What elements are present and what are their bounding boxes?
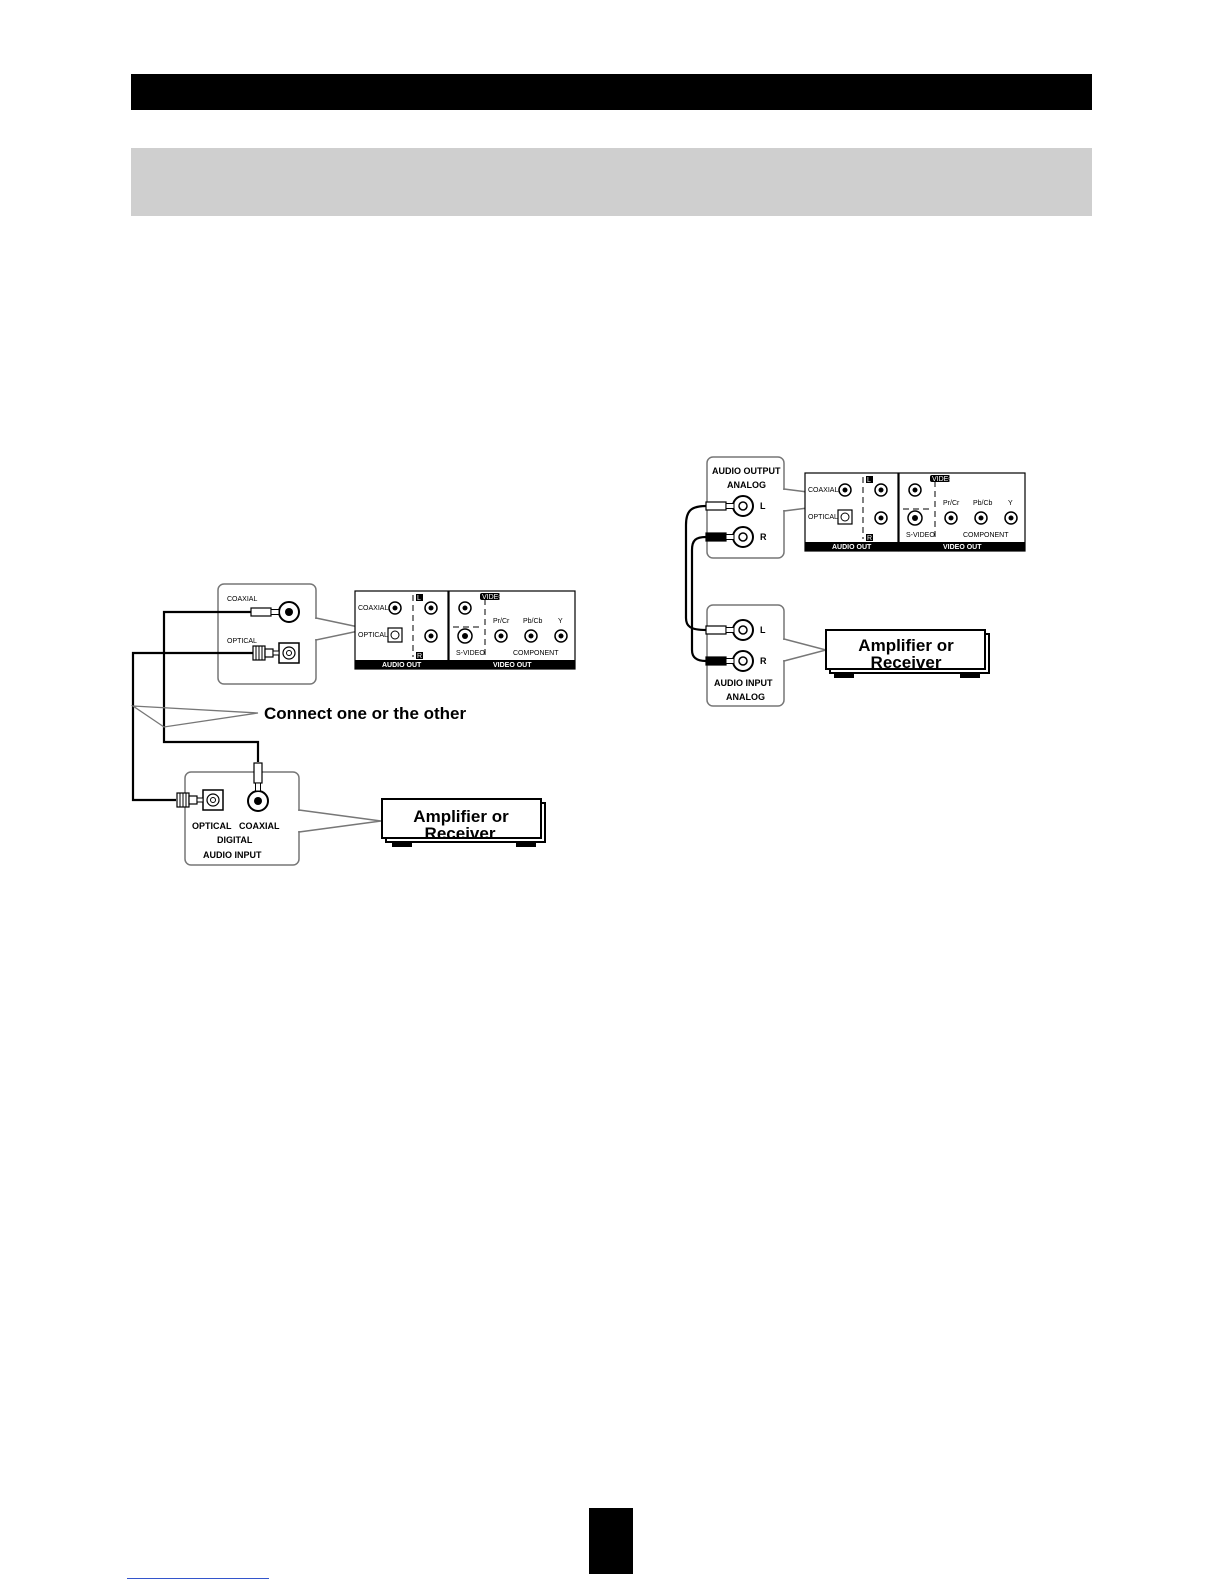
panel2-y-label: Y [1008,500,1013,507]
panel-coaxial-label: COAXIAL [358,605,388,612]
amp-left-line1: Amplifier or [413,807,509,826]
title-band [131,148,1092,216]
amplifier-left: Amplifier or Receiver [381,798,546,847]
connect-note-pointer [130,705,259,728]
input-optical-jack-icon [202,789,224,811]
output-r-jack-icon [732,526,754,548]
panel-video-out-label: VIDEO OUT [493,662,532,669]
panel-component-label: COMPONENT [513,650,559,657]
panel-r-label: R [417,653,422,660]
input-coaxial-plug-icon [253,762,263,792]
panel2-coaxial-label: COAXIAL [808,487,838,494]
amp-left-line2: Receiver [425,824,496,843]
panel2-video-label: VIDEO [932,476,954,483]
input-coaxial-label: COAXIAL [239,821,280,831]
panel-optical-label: OPTICAL [358,632,388,639]
page-number-block [589,1508,633,1574]
panel2-r-label: R [867,535,872,542]
callout-optical-label: OPTICAL [227,638,257,645]
panel2-l-label: L [867,477,871,484]
panel2-audio-out-label: AUDIO OUT [832,544,872,551]
input-digital-label: DIGITAL [217,835,253,845]
header-bar [131,74,1092,110]
output-analog-label: ANALOG [727,480,766,490]
panel-video-label: VIDEO [482,594,504,601]
input-analog-label: ANALOG [726,692,765,702]
footer-link-underline[interactable] [127,1578,269,1579]
panel2-prcr-label: Pr/Cr [943,500,960,507]
panel-l-label: L [417,595,421,602]
input-r-label: R [760,656,767,666]
input-r-jack-icon [732,650,754,672]
panel2-svideo-label: S-VIDEO [906,532,935,539]
input-l-jack-icon [732,619,754,641]
panel-svideo-label: S-VIDEO [456,650,485,657]
output-l-label: L [760,501,766,511]
input-l-label: L [760,625,766,635]
panel-y-label: Y [558,618,563,625]
output-l-jack-icon [732,495,754,517]
coaxial-plug-icon [250,607,280,617]
digital-cables [131,610,260,802]
rear-panel-left: COAXIAL OPTICAL L R VIDEO Pr/Cr Pb/Cb Y … [354,590,576,670]
input-audio-input-label-2: AUDIO INPUT [714,678,773,688]
amplifier-right: Amplifier or Receiver [825,629,990,678]
amp-right-line1: Amplifier or [858,636,954,655]
panel2-pbcb-label: Pb/Cb [973,500,993,507]
optical-jack-icon [278,642,300,664]
digital-input-callout: OPTICAL COAXIAL DIGITAL AUDIO INPUT [176,762,382,866]
connect-note: Connect one or the other [264,704,467,723]
panel2-optical-label: OPTICAL [808,514,838,521]
analog-input-callout: L R AUDIO INPUT ANALOG [705,604,829,707]
input-optical-label: OPTICAL [192,821,232,831]
output-audio-output-label: AUDIO OUTPUT [712,466,781,476]
callout-coaxial-label: COAXIAL [227,596,257,603]
panel2-component-label: COMPONENT [963,532,1009,539]
digital-output-callout: COAXIAL OPTICAL [217,583,369,685]
analog-cables [684,504,707,663]
panel-pbcb-label: Pb/Cb [523,618,543,625]
panel2-video-out-label: VIDEO OUT [943,544,982,551]
output-r-label: R [760,532,767,542]
rear-panel-right: COAXIAL OPTICAL L R VIDEO Pr/Cr Pb/Cb Y … [804,472,1026,552]
input-audio-input-label: AUDIO INPUT [203,850,262,860]
amp-right-line2: Receiver [871,653,942,672]
panel-audio-out-label: AUDIO OUT [382,662,422,669]
panel-prcr-label: Pr/Cr [493,618,510,625]
